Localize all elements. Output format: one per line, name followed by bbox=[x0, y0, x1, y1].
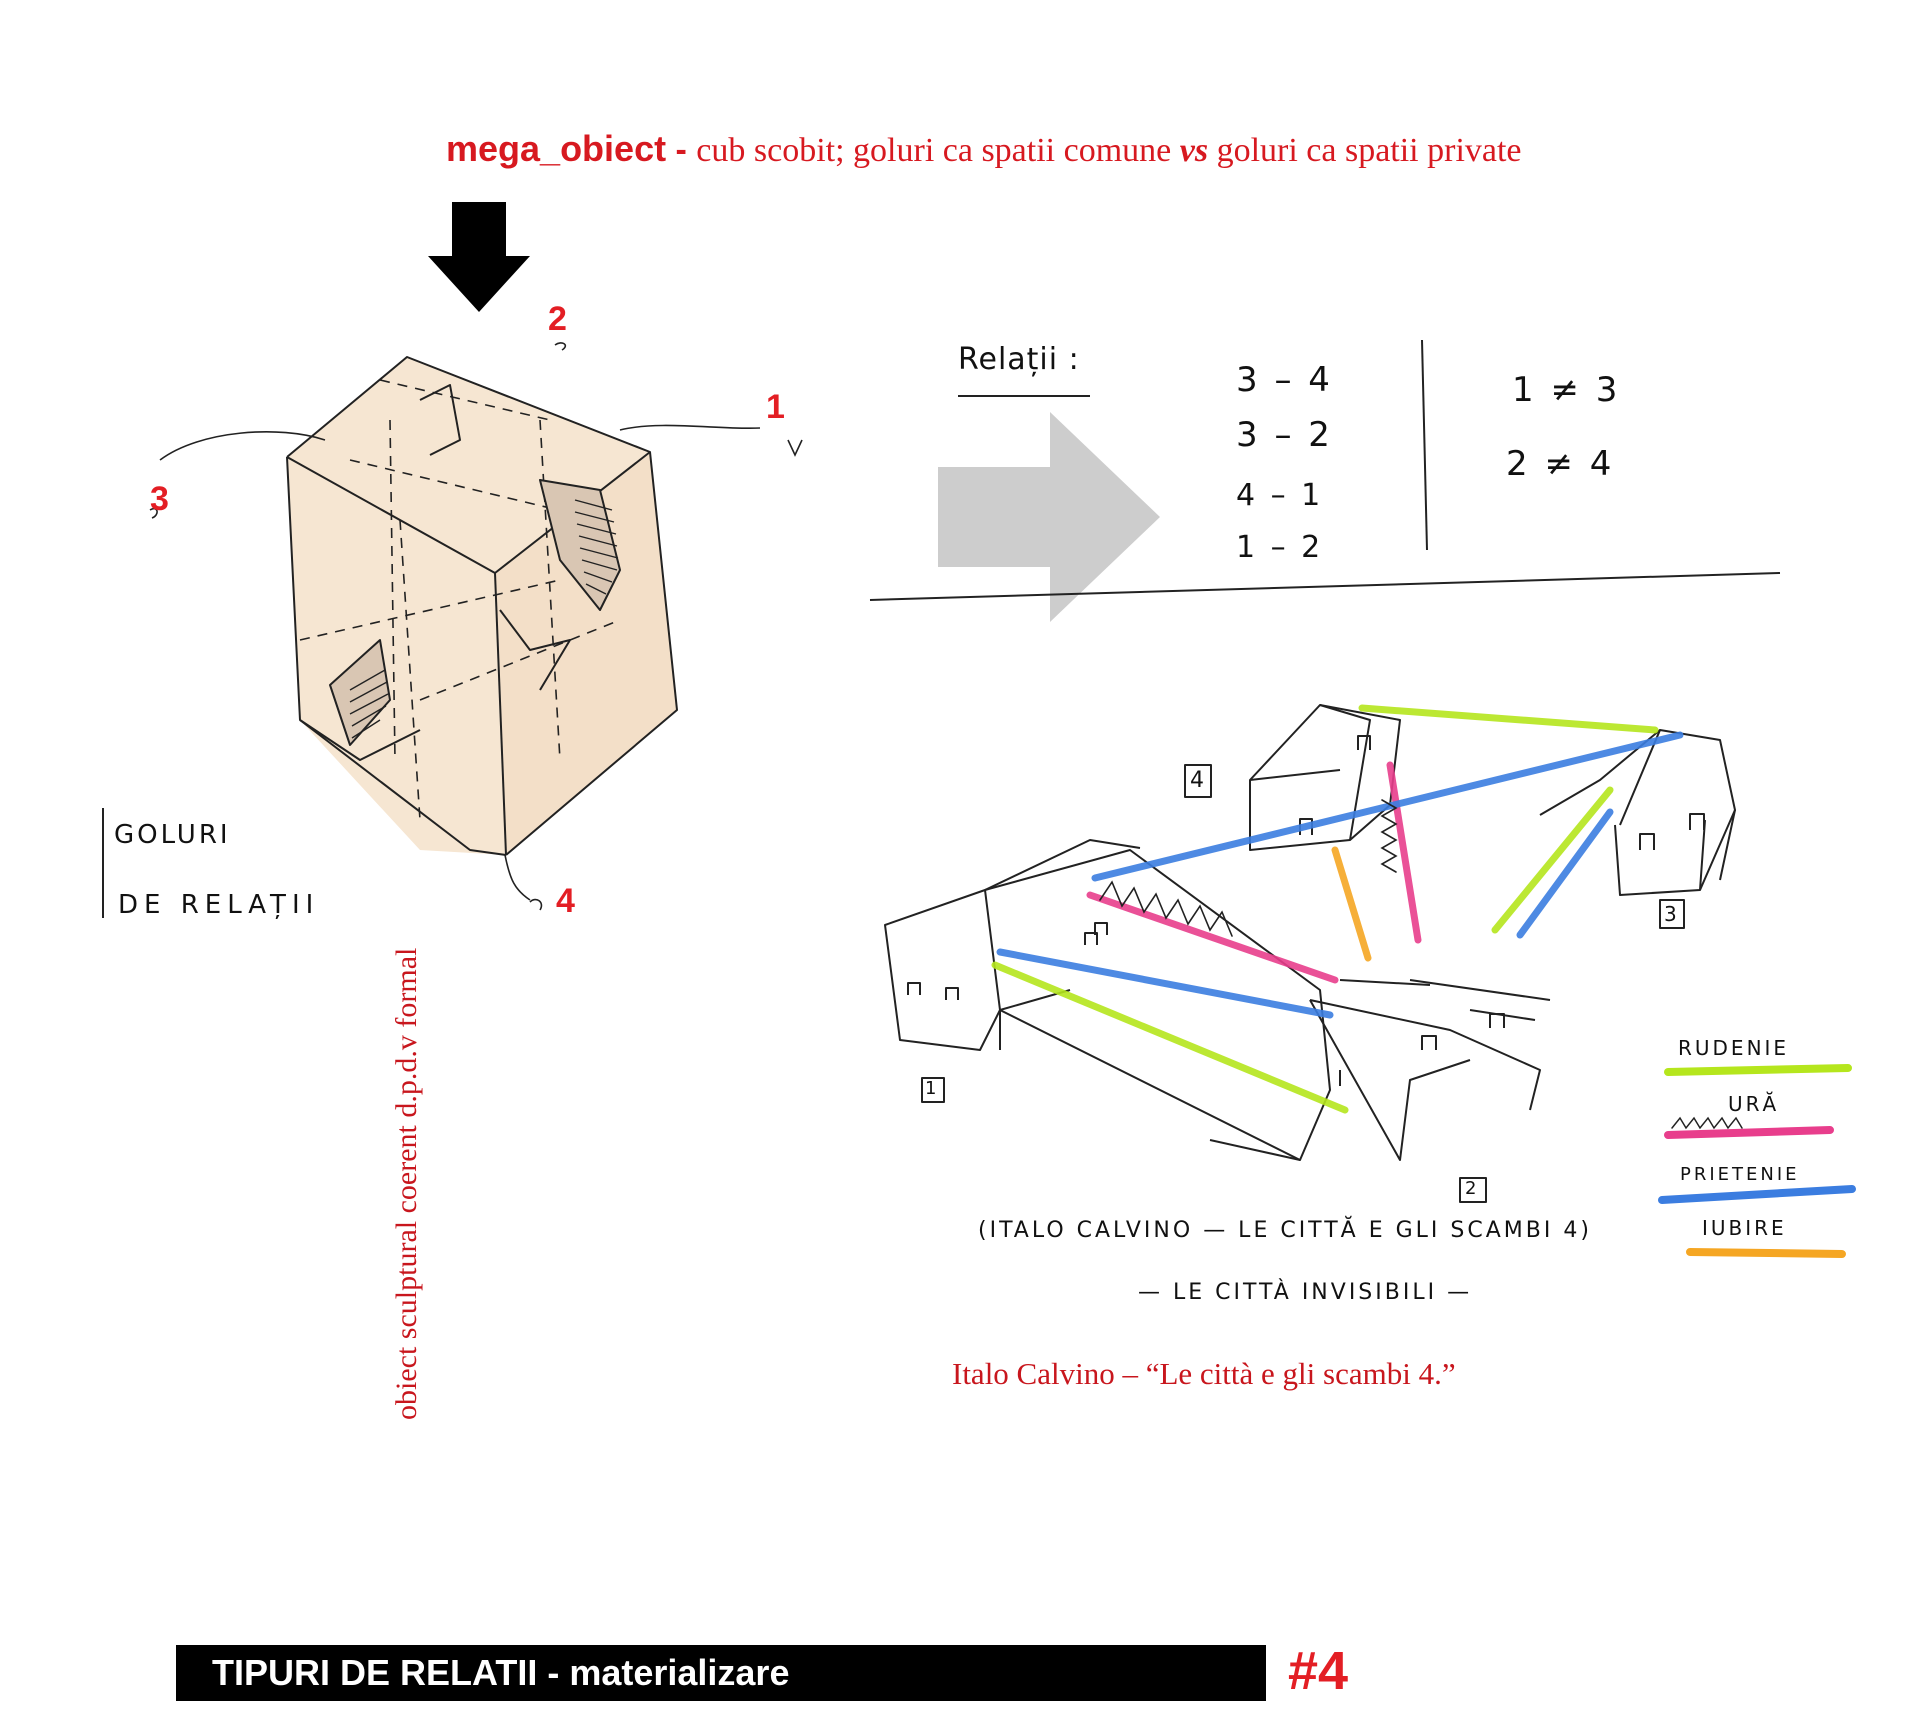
page-number: #4 bbox=[1288, 1641, 1349, 1701]
note-line-2: DE RELAȚII bbox=[118, 890, 320, 920]
relation-line-iubire bbox=[1331, 846, 1372, 962]
legend-label-rudenie: RUDENIE bbox=[1678, 1036, 1790, 1060]
cube-sketch bbox=[286, 356, 678, 856]
building-label-3: 3 bbox=[1664, 902, 1677, 926]
building-label-1: 1 bbox=[925, 1078, 937, 1099]
footer-title-bar: TIPURI DE RELATII - materializare bbox=[176, 1645, 1266, 1701]
cube-label-4: 4 bbox=[556, 882, 575, 920]
heading-text-post: goluri ca spatii private bbox=[1208, 132, 1522, 169]
page-heading: mega_obiect - cub scobit; goluri ca spat… bbox=[446, 128, 1522, 170]
heading-separator: - bbox=[666, 131, 697, 169]
legend-label-prietenie: PRIETENIE bbox=[1680, 1164, 1800, 1185]
note-line-1: GOLURI bbox=[114, 820, 231, 850]
relation-non-pair: 1 ≠ 3 bbox=[1512, 370, 1621, 410]
relation-line-rudenie bbox=[991, 961, 1349, 1114]
vertical-caption: obiect sculptural coerent d.p.d.v formal bbox=[390, 947, 423, 1420]
legend-lines bbox=[1658, 1064, 1856, 1258]
relation-pair: 4 – 1 bbox=[1236, 478, 1324, 513]
footer-title: TIPURI DE RELATII - materializare bbox=[212, 1652, 790, 1693]
relation-line-prietenie bbox=[996, 948, 1334, 1019]
relation-pair: 3 – 2 bbox=[1236, 415, 1333, 455]
calvino-quote: Italo Calvino – “Le città e gli scambi 4… bbox=[952, 1356, 1456, 1391]
down-arrow-icon bbox=[428, 202, 530, 312]
source-line-2: — LE CITTÀ INVISIBILI — bbox=[1138, 1280, 1473, 1305]
legend-label-iubire: IUBIRE bbox=[1702, 1216, 1787, 1240]
heading-text-pre: cub scobit; goluri ca spatii comune bbox=[696, 132, 1180, 169]
cube-leader-lines bbox=[149, 342, 803, 911]
relations-title: Relații : bbox=[958, 342, 1080, 377]
right-arrow-icon bbox=[938, 412, 1160, 622]
buildings-sketch bbox=[884, 704, 1736, 1203]
relations-table-lines bbox=[869, 339, 1781, 601]
building-label-2: 2 bbox=[1465, 1178, 1477, 1199]
relation-pair: 3 – 4 bbox=[1236, 360, 1333, 400]
relation-line-rudenie bbox=[1491, 786, 1614, 934]
cube-label-3: 3 bbox=[150, 480, 169, 518]
relation-line-ura bbox=[1386, 761, 1422, 944]
legend-label-ura: URĂ bbox=[1728, 1092, 1780, 1116]
building-label-4: 4 bbox=[1190, 768, 1204, 793]
relation-pair: 1 – 2 bbox=[1236, 530, 1324, 565]
heading-keyword: mega_obiect bbox=[446, 128, 667, 169]
heading-vs: vs bbox=[1179, 132, 1209, 169]
relation-line-rudenie bbox=[1358, 704, 1659, 734]
relation-line-ura bbox=[1086, 891, 1339, 984]
cube-label-2: 2 bbox=[548, 300, 567, 338]
relation-non-pair: 2 ≠ 4 bbox=[1506, 444, 1615, 484]
relation-lines bbox=[991, 704, 1684, 1114]
relation-line-prietenie bbox=[1091, 731, 1684, 882]
source-line-1: (ITALO CALVINO — LE CITTĂ E GLI SCAMBI 4… bbox=[978, 1218, 1592, 1243]
cube-label-1: 1 bbox=[766, 388, 785, 426]
relation-line-prietenie bbox=[1516, 808, 1614, 939]
